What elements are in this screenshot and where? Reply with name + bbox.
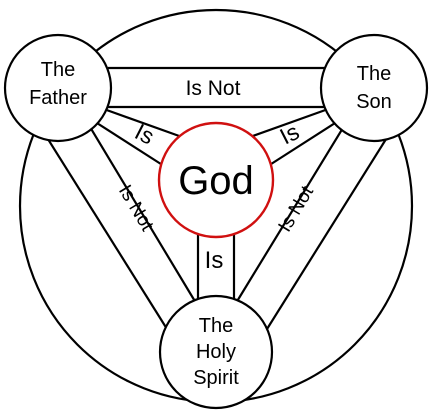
band-son-god (249, 106, 347, 167)
edge-label-father-god: Is (131, 118, 159, 149)
node-holy-spirit-circle (158, 294, 274, 410)
node-holy-spirit-line3: Spirit (193, 367, 239, 389)
band-father-spirit (35, 116, 197, 338)
node-son-line2: Son (356, 91, 392, 113)
node-god-label: God (178, 159, 254, 203)
edge-label-son-spirit: Is Not (275, 182, 319, 236)
band-father-son (108, 66, 330, 109)
node-son: The Son (319, 33, 429, 143)
band-spirit-god (196, 225, 236, 300)
node-father-line2: Father (29, 87, 87, 109)
node-holy-spirit-line1: The (199, 315, 233, 337)
node-god-circle (157, 121, 275, 239)
node-father-circle (3, 33, 113, 143)
node-son-line1: The (357, 63, 391, 85)
band-father-god (85, 106, 183, 167)
edge-label-father-son: Is Not (186, 77, 241, 100)
node-god: God (157, 121, 275, 239)
node-holy-spirit: The Holy Spirit (158, 294, 274, 410)
node-father: The Father (3, 33, 113, 143)
edge-label-father-spirit: Is Not (114, 181, 158, 235)
band-son-spirit (235, 117, 399, 338)
node-holy-spirit-line2: Holy (196, 341, 236, 363)
node-father-line1: The (41, 59, 75, 81)
edge-label-spirit-god: Is (205, 247, 224, 274)
node-son-circle (319, 33, 429, 143)
